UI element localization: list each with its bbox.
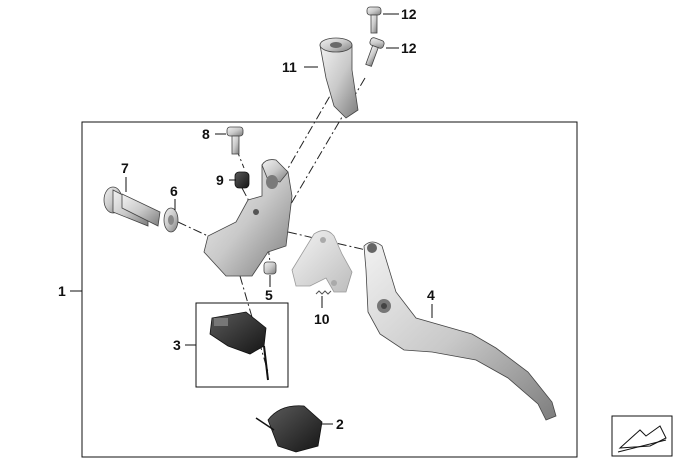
screw-part-8 xyxy=(226,126,244,155)
callout-labels: 12 12 11 8 9 7 6 5 10 4 1 3 2 xyxy=(58,6,435,432)
cover-part-2 xyxy=(255,405,323,453)
callout-3: 3 xyxy=(173,337,181,353)
direction-arrow-icon xyxy=(611,415,673,457)
callout-4: 4 xyxy=(427,287,435,303)
callout-9: 9 xyxy=(216,172,224,188)
callout-7: 7 xyxy=(121,160,129,176)
callout-8: 8 xyxy=(202,126,210,142)
callout-5: 5 xyxy=(265,287,273,303)
clamp-part-11 xyxy=(319,37,359,119)
nut-part-5 xyxy=(263,261,277,275)
lever-bracket-housing xyxy=(203,159,293,277)
lever-part-4 xyxy=(363,241,557,421)
screw-12-top xyxy=(366,6,382,34)
leader-lines xyxy=(70,13,433,425)
switch-part-3 xyxy=(209,311,269,381)
bracket-part-10 xyxy=(291,230,353,295)
callout-1: 1 xyxy=(58,283,66,299)
callout-12-lower: 12 xyxy=(401,40,417,56)
washer-part-6 xyxy=(163,207,179,233)
callout-11: 11 xyxy=(282,59,297,75)
callout-2: 2 xyxy=(336,416,344,432)
assembly-frame xyxy=(81,121,578,458)
screw-12-lower xyxy=(365,37,385,67)
callout-10: 10 xyxy=(314,311,330,327)
bushing-part-9 xyxy=(234,171,250,189)
pivot-pin-part-7 xyxy=(103,186,161,227)
callout-12-top: 12 xyxy=(401,6,417,22)
callout-6: 6 xyxy=(170,183,178,199)
